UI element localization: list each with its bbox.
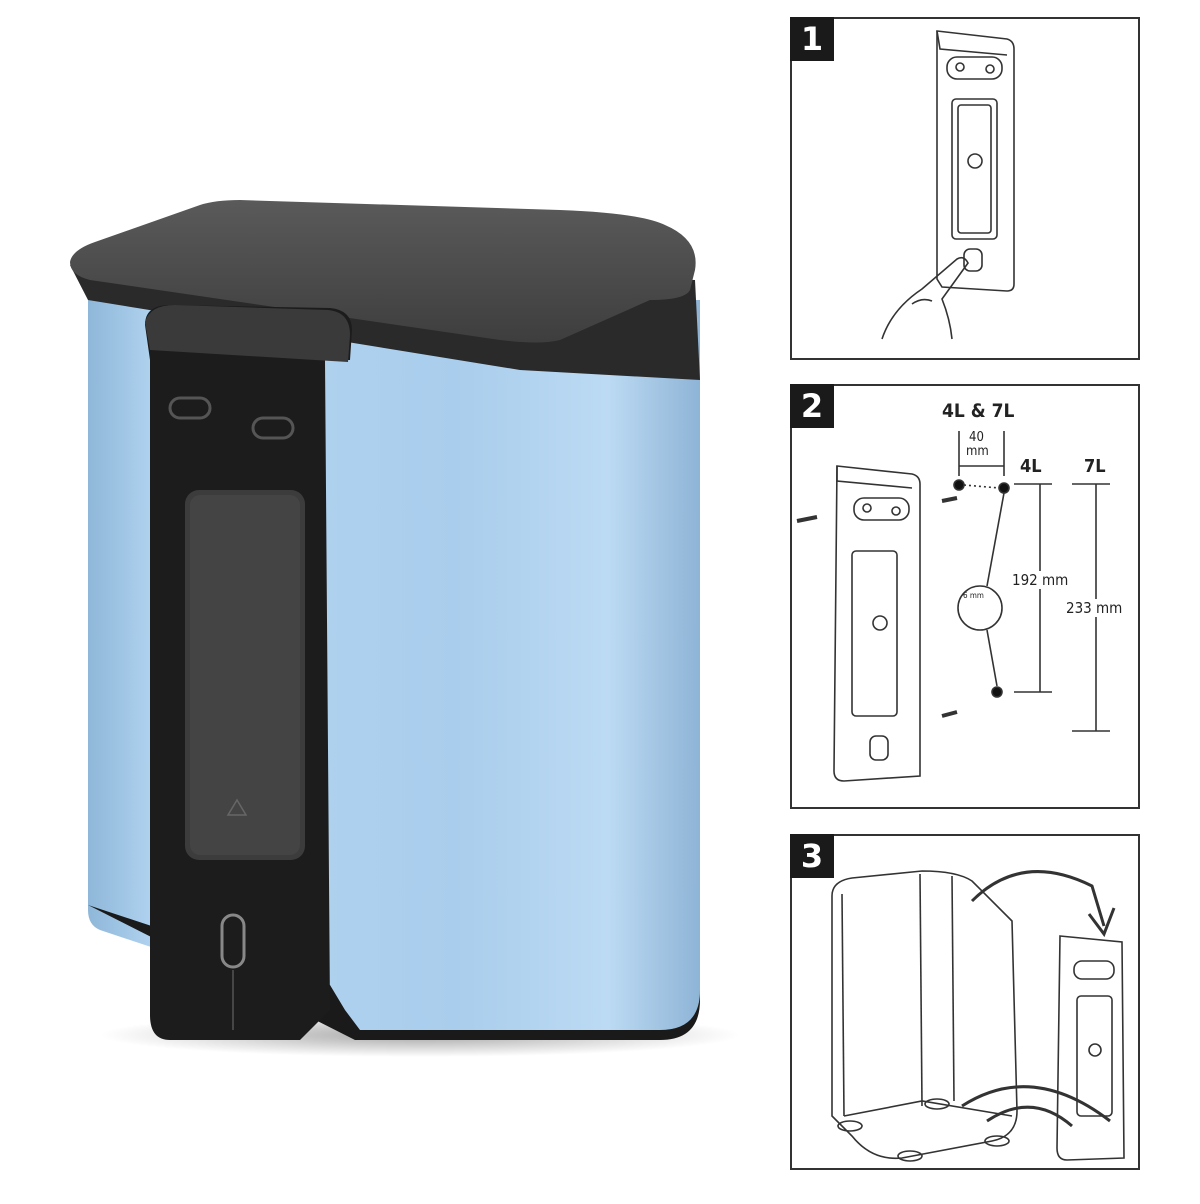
step-1-panel: 1 xyxy=(790,17,1140,360)
product-photo xyxy=(70,200,740,1057)
bracket-lower-slot xyxy=(220,913,246,969)
step-3-diagram xyxy=(831,870,1125,1162)
step-1-diagram xyxy=(881,30,1015,340)
step-3-badge: 3 xyxy=(790,834,834,878)
step-2-diagram xyxy=(796,431,1110,782)
step-2-panel: 2 4L & 7L 40 mm 4L 7L 192 mm 233 mm 6 mm xyxy=(790,384,1140,809)
recycle-icon xyxy=(226,798,248,816)
spacing-value: 40 xyxy=(969,430,984,445)
spacing-unit: mm xyxy=(966,444,989,459)
step-1-badge: 1 xyxy=(790,17,834,61)
step-3-panel: 3 xyxy=(790,834,1140,1170)
step-2-badge: 2 xyxy=(790,384,834,428)
height-4l: 192 mm xyxy=(1012,571,1069,589)
column-4l: 4L xyxy=(1020,456,1042,477)
model-header: 4L & 7L xyxy=(942,400,1015,422)
height-7l: 233 mm xyxy=(1066,599,1123,617)
bin-illustration xyxy=(70,200,740,1057)
lid xyxy=(70,200,696,343)
column-7l: 7L xyxy=(1084,456,1106,477)
drill-size: 6 mm xyxy=(963,591,984,600)
